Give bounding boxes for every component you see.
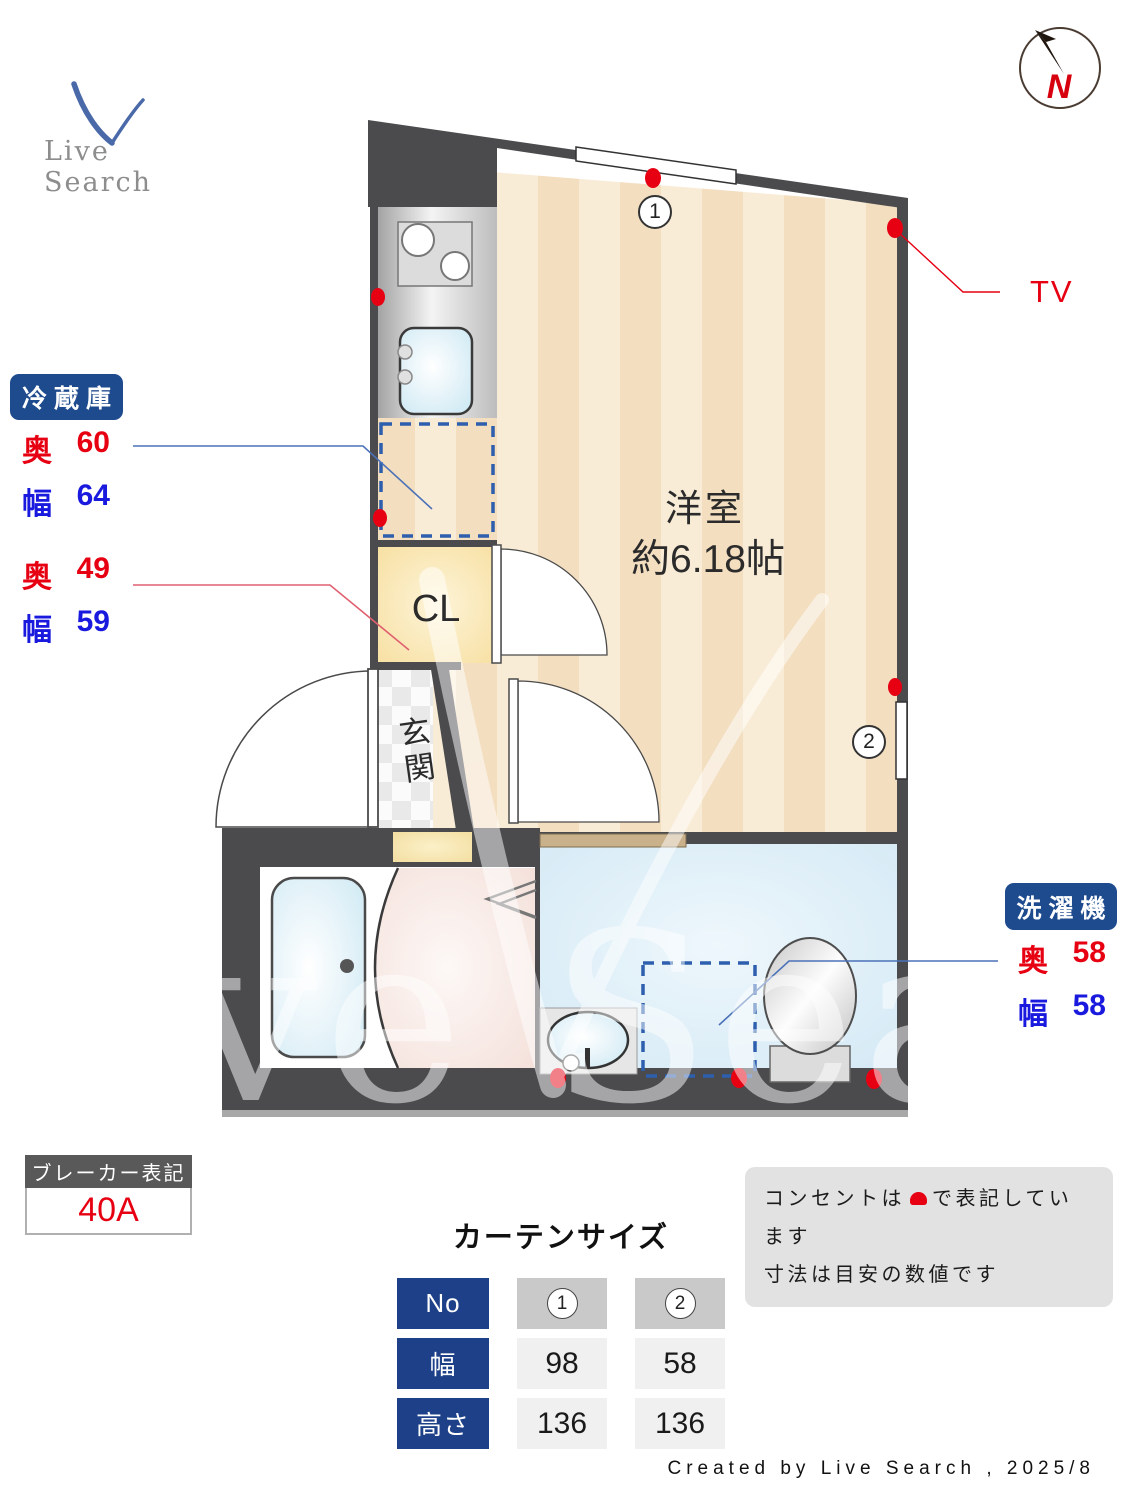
curtain-col-no: No: [397, 1278, 489, 1329]
closet-label: CL: [411, 588, 461, 630]
footer-credit: Created by Live Search , 2025/8: [667, 1458, 1095, 1479]
toilet: [763, 937, 857, 1083]
room-name-label: 洋室: [665, 488, 745, 529]
breaker-box: ブレーカー表記 40A: [25, 1155, 192, 1235]
curtain-table-title: カーテンサイズ: [452, 1222, 670, 1254]
entry-door-leaf: [367, 668, 379, 828]
window-1: [575, 146, 737, 185]
entrance-step: [393, 832, 472, 862]
outlet-symbol-icon: [910, 1192, 927, 1205]
curtain-height-2: 136: [635, 1398, 725, 1449]
curtain-header-1: 1: [517, 1278, 607, 1329]
logo-text: Live Search: [44, 136, 152, 198]
curtain-table-marker-1: 1: [546, 1288, 578, 1319]
tv-outlet-label: TV: [1030, 274, 1074, 309]
room-door-leaf: [508, 678, 519, 824]
svg-text:N: N: [1047, 68, 1073, 106]
kitchen-sink: [398, 326, 474, 416]
closet-door-leaf: [491, 544, 502, 664]
bathtub: [270, 876, 367, 1059]
watermark: ve Sear: [184, 567, 1125, 1156]
curtain-marker-2: 2: [852, 725, 886, 759]
sliding-door-threshold: [539, 833, 687, 848]
closet-door-swing: [500, 548, 608, 656]
curtain-width-1: 98: [517, 1338, 607, 1389]
room-size-label: 約6.18帖: [631, 538, 785, 581]
fridge-tag: 冷蔵庫: [10, 374, 123, 420]
curtain-table-marker-2: 2: [664, 1288, 696, 1319]
breaker-value: 40A: [25, 1188, 192, 1235]
curtain-marker-1: 1: [638, 195, 672, 229]
window-2: [895, 701, 908, 780]
entrance-tiles: [373, 668, 433, 828]
legend-note-line2: 寸法は目安の数値です: [764, 1264, 999, 1286]
curtain-row-height: 高さ: [397, 1398, 489, 1449]
curtain-height-1: 136: [517, 1398, 607, 1449]
curtain-row-width: 幅: [397, 1338, 489, 1389]
stove-burner: [440, 251, 470, 281]
leader-lines: [133, 230, 1000, 1026]
washer-tag: 洗濯機: [1005, 883, 1117, 930]
breaker-title: ブレーカー表記: [25, 1155, 192, 1188]
doors: [215, 544, 660, 828]
bathroom-door-arc: [373, 867, 400, 1069]
stove-burner: [401, 223, 435, 257]
curtain-size-table: No 1 2 幅 98 58 高さ 136 136: [397, 1278, 725, 1449]
entry-door-swing: [215, 670, 373, 828]
curtain-header-2: 2: [635, 1278, 725, 1329]
svg-text:ve Sear: ve Sear: [184, 883, 1125, 1156]
curtain-width-2: 58: [635, 1338, 725, 1389]
logo-checkmark-icon: [71, 81, 145, 146]
legend-note-line1: コンセントはで表記しています: [764, 1188, 1073, 1248]
compass-icon: N: [1019, 27, 1101, 109]
legend-note: コンセントはで表記しています 寸法は目安の数値です: [745, 1167, 1113, 1307]
room-door-swing: [517, 680, 660, 823]
